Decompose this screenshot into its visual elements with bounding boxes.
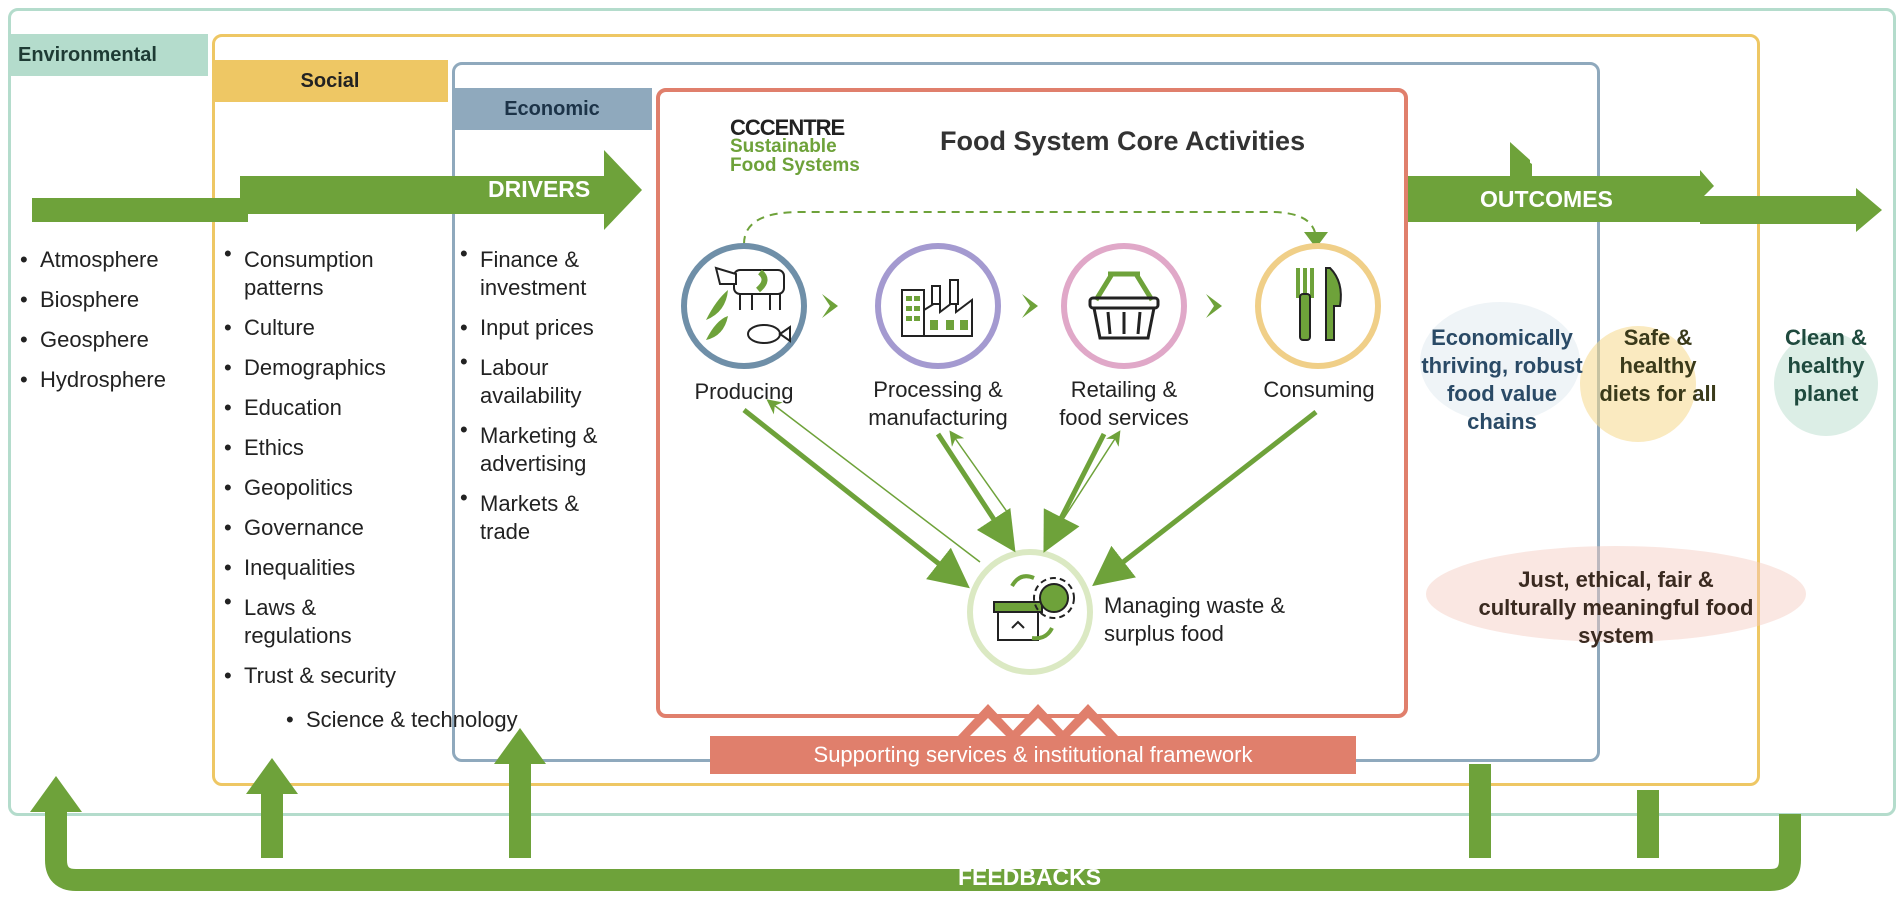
economic-drivers-list: Finance & investment Input prices Labour… [460, 240, 630, 552]
drivers-arrow [32, 150, 642, 230]
consuming-label: Consuming [1263, 377, 1375, 402]
waste-arrows [742, 399, 1318, 589]
outcome-planet: Clean & healthy planet [1785, 325, 1867, 406]
retailing-label: Retailing & food services [1059, 377, 1189, 430]
environmental-drivers-list: Atmosphere Biosphere Geosphere Hydrosphe… [20, 240, 200, 400]
driver-item: Hydrosphere [20, 360, 200, 400]
driver-item: Geopolitics [224, 468, 424, 508]
social-tab: Social [212, 60, 448, 102]
environmental-frame [8, 8, 1896, 816]
driver-item: Consumption patterns [224, 240, 424, 308]
activity-chevrons [822, 294, 1222, 318]
supporting-services-bar: Supporting services & institutional fram… [710, 736, 1356, 774]
driver-item: Education [224, 388, 424, 428]
feedback-arrowheads [30, 728, 546, 812]
outcomes-arrow [1408, 142, 1882, 232]
driver-item: Laws & regulations [224, 588, 424, 656]
driver-item: Markets & trade [460, 484, 630, 552]
feedbacks-label: FEEDBACKS [958, 864, 1102, 890]
consuming-circle [1255, 243, 1381, 369]
producing-circle [681, 243, 807, 369]
logo-line-2: Sustainable [730, 136, 837, 157]
basket-icon [1088, 271, 1160, 340]
driver-item: Culture [224, 308, 424, 348]
outcomes-label: OUTCOMES [1480, 186, 1613, 212]
social-drivers-list: Consumption patterns Culture Demographic… [224, 240, 424, 696]
producing-label: Producing [694, 379, 794, 404]
logo: CCCENTRE Sustainable Food Systems [730, 115, 870, 176]
driver-item: Ethics [224, 428, 424, 468]
economic-tab: Economic [452, 88, 652, 130]
retailing-circle [1061, 243, 1187, 369]
processing-label: Processing & manufacturing [868, 377, 1008, 430]
feedbacks-loop [45, 760, 1801, 891]
science-driver: Science & technology [286, 700, 586, 740]
driver-item: Input prices [460, 308, 630, 348]
logo-line-3: Food Systems [730, 155, 860, 176]
driver-item: Finance & investment [460, 240, 630, 308]
driver-item: Governance [224, 508, 424, 548]
outcome-diets: Safe & healthy diets for all [1599, 325, 1717, 406]
driver-item: Science & technology [286, 700, 586, 740]
environmental-tab: Environmental [8, 34, 208, 76]
fork-knife-icon [1296, 267, 1342, 341]
driver-item: Trust & security [224, 656, 424, 696]
driver-item: Atmosphere [20, 240, 200, 280]
factory-icon [901, 279, 973, 337]
social-frame [212, 34, 1760, 786]
waste-label: Managing waste & surplus food [1104, 593, 1285, 646]
supporting-chevrons [958, 704, 1118, 736]
driver-item: Biosphere [20, 280, 200, 320]
logo-line-1: CCCENTRE [730, 115, 845, 140]
cow-fish-plant-icon [706, 266, 791, 344]
outcome-economic: Economically thriving, robust food value… [1421, 325, 1583, 434]
outcome-social: Just, ethical, fair & culturally meaning… [1478, 567, 1754, 648]
driver-item: Labour availability [460, 348, 630, 416]
driver-item: Marketing & advertising [460, 416, 630, 484]
recycle-bin-icon [993, 574, 1075, 641]
driver-item: Demographics [224, 348, 424, 388]
core-title: Food System Core Activities [940, 126, 1306, 156]
driver-item: Inequalities [224, 548, 424, 588]
driver-item: Geosphere [20, 320, 200, 360]
drivers-label: DRIVERS [488, 176, 591, 202]
